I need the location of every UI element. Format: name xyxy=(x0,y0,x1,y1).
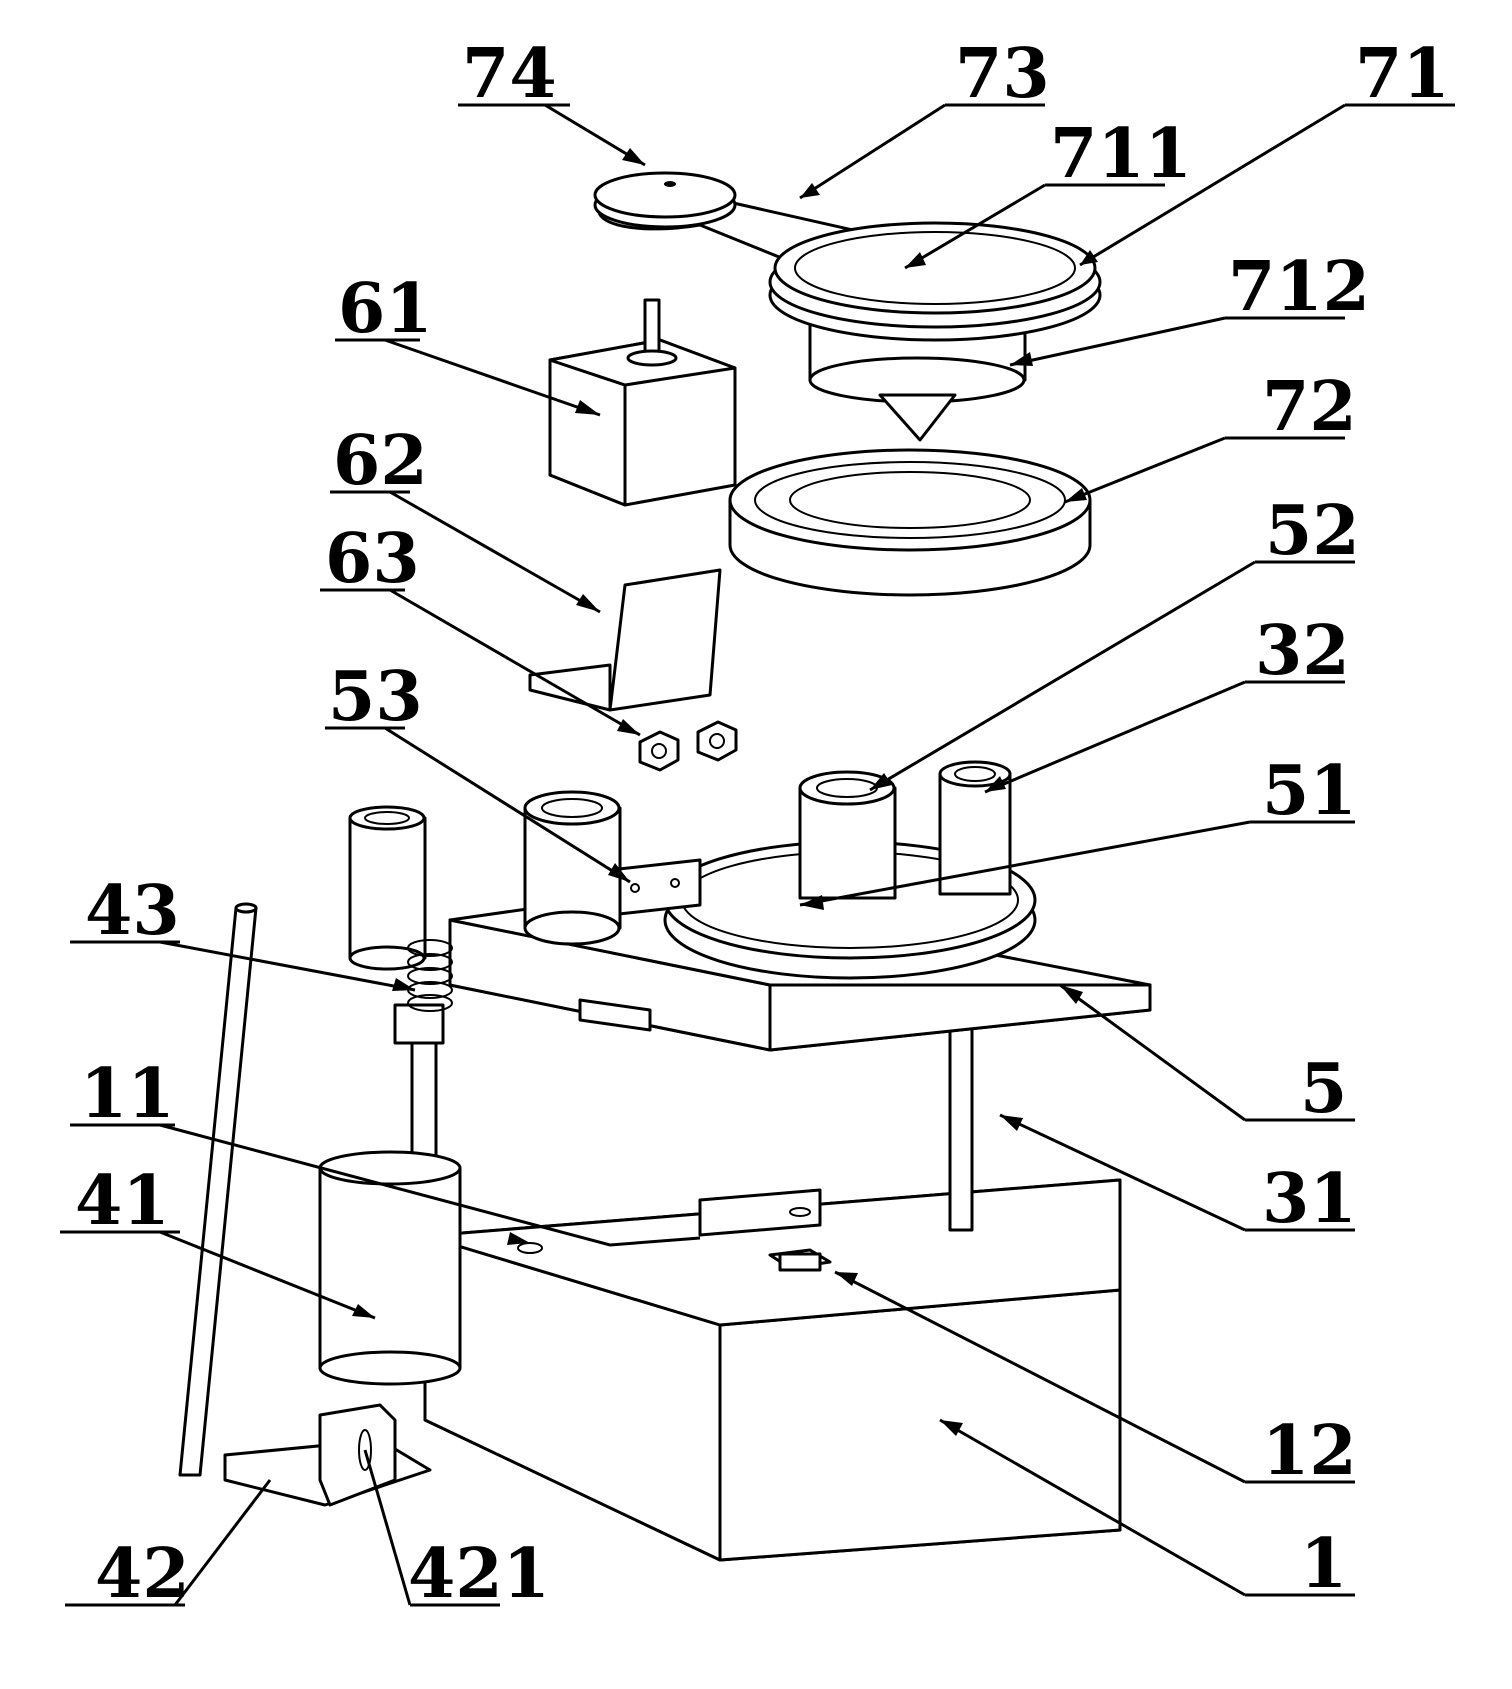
label-31: 31 xyxy=(1262,1159,1357,1239)
label-11: 11 xyxy=(80,1054,175,1134)
label-52: 52 xyxy=(1265,491,1360,571)
label-61: 61 xyxy=(338,269,433,349)
leader-lines xyxy=(60,103,1455,1607)
label-421: 421 xyxy=(408,1534,550,1614)
label-63: 63 xyxy=(325,519,420,599)
left-rod xyxy=(178,902,258,1477)
label-43: 43 xyxy=(85,871,180,951)
large-pulley-part-71 xyxy=(768,221,1102,342)
label-72: 72 xyxy=(1262,367,1357,447)
tube-left-on-plate xyxy=(523,790,622,946)
label-712: 712 xyxy=(1228,247,1370,327)
tube-part-52 xyxy=(798,770,897,900)
label-12: 12 xyxy=(1262,1411,1357,1491)
foot-bracket-part-42 xyxy=(223,1403,432,1507)
sleeve-above-spring xyxy=(348,805,427,971)
base-box-part-1 xyxy=(423,1178,1122,1562)
label-62: 62 xyxy=(333,421,428,501)
label-74: 74 xyxy=(462,34,557,114)
label-53: 53 xyxy=(328,657,423,737)
small-pulley-part-74 xyxy=(593,171,737,229)
arrowheads xyxy=(352,148,1098,1436)
spring-part-43 xyxy=(393,939,453,1170)
label-1: 1 xyxy=(1300,1524,1347,1604)
angle-bracket-part-62 xyxy=(528,568,722,712)
label-711: 711 xyxy=(1050,114,1192,194)
nuts-part-63 xyxy=(638,720,738,772)
label-51: 51 xyxy=(1262,751,1357,831)
bearing-ring-part-72 xyxy=(728,448,1092,597)
label-71: 71 xyxy=(1355,34,1450,114)
label-41: 41 xyxy=(75,1161,170,1241)
part-labels: 74 73 71 711 712 61 72 62 52 63 32 53 51… xyxy=(75,34,1450,1614)
label-5: 5 xyxy=(1300,1049,1347,1129)
label-32: 32 xyxy=(1255,611,1350,691)
label-42: 42 xyxy=(95,1534,190,1614)
label-73: 73 xyxy=(955,34,1050,114)
motor-block-part-61 xyxy=(548,298,737,507)
plate-part-5 xyxy=(448,840,1152,1052)
